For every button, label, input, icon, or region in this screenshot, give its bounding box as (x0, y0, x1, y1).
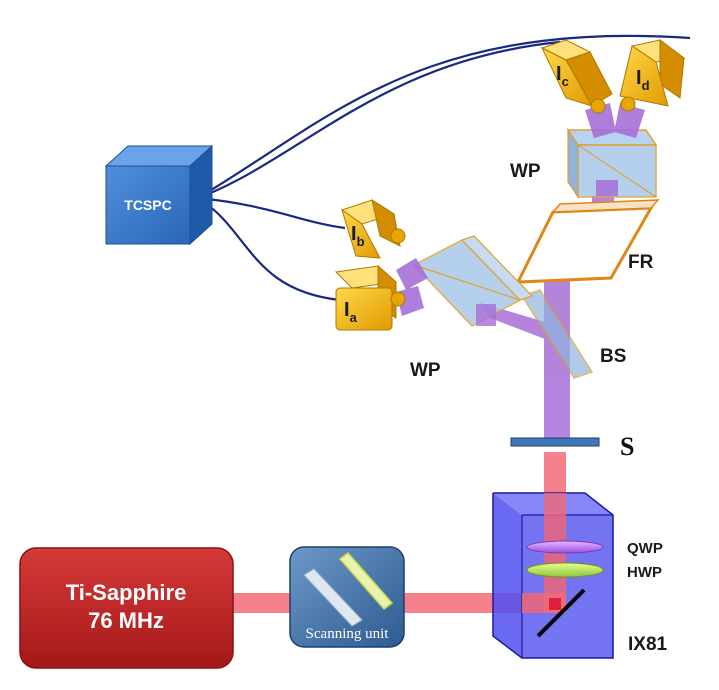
scan-mirror-1 (303, 568, 363, 627)
hwp-plate (526, 562, 604, 578)
detector-cables (197, 34, 691, 302)
dichroic-mirror (536, 588, 586, 638)
tcspc-label: TCSPC (124, 197, 171, 213)
bs-label: BS (600, 346, 626, 367)
ti-sapphire-laser: Ti-Sapphire 76 MHz (19, 547, 234, 669)
fr-label: FR (628, 252, 654, 273)
laser-beam-horizontal-1 (232, 593, 290, 613)
split-beams-left (396, 258, 428, 316)
scanning-unit: Scanning unit (289, 546, 405, 648)
detector-ia-label: Ia (344, 299, 358, 325)
detector-ic-label: Ic (556, 63, 569, 89)
tcspc-module: TCSPC (104, 144, 214, 246)
laser-label-line2: 76 MHz (88, 608, 164, 633)
ix81-microscope: IX81 QWP HWP (492, 492, 668, 659)
wp-top-label: WP (510, 161, 541, 182)
detector-id-label: Id (636, 67, 650, 93)
wollaston-prism-top: WP (510, 128, 658, 199)
wollaston-prism-left: WP (410, 235, 534, 381)
qwp-plate (526, 540, 604, 554)
cable-to-id (197, 34, 691, 199)
wp-left-label: WP (410, 360, 441, 381)
detector-id: Id (619, 39, 686, 112)
detector-ia: Ia (334, 264, 406, 331)
detector-ic: Ic (540, 39, 613, 114)
faraday-rotator: FR (515, 199, 660, 284)
scan-mirror-2 (338, 551, 394, 611)
cable-to-ic (197, 40, 561, 200)
ix81-label: IX81 (628, 634, 668, 655)
shutter: S (510, 432, 634, 461)
cable-to-ib (197, 196, 346, 230)
detector-ib: Ib (340, 198, 406, 259)
shutter-label: S (620, 432, 634, 461)
qwp-label: QWP (627, 540, 663, 557)
scanning-unit-label: Scanning unit (306, 626, 390, 642)
split-beams-top (585, 103, 645, 138)
laser-label-line1: Ti-Sapphire (66, 580, 187, 605)
cable-to-ia (197, 197, 341, 302)
beam-splitter: BS (520, 289, 626, 379)
hwp-label: HWP (627, 564, 662, 581)
detector-ib-label: Ib (351, 223, 365, 249)
